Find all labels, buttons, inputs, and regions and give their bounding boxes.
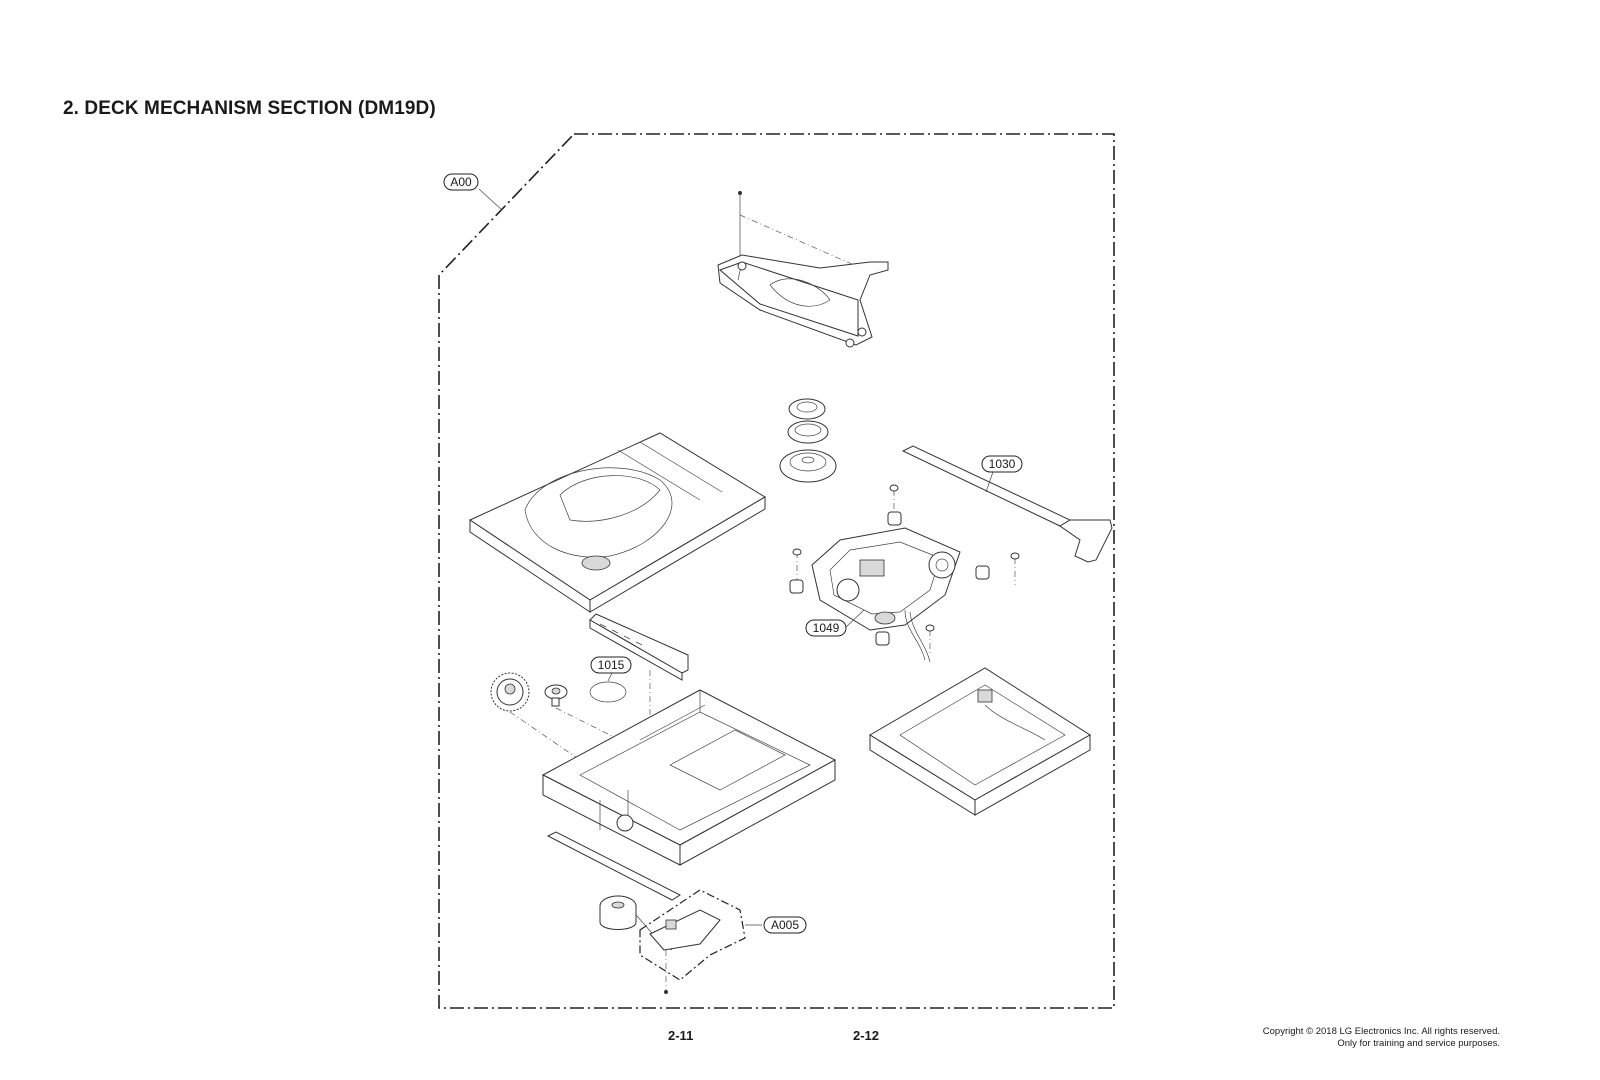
a005-pcb bbox=[639, 889, 762, 994]
section-title: 2. DECK MECHANISM SECTION (DM19D) bbox=[63, 98, 436, 119]
belt-1015 bbox=[589, 672, 627, 703]
flex-cable-1030 bbox=[901, 445, 1113, 563]
main-chassis bbox=[541, 689, 837, 866]
svg-text:1049: 1049 bbox=[813, 621, 840, 635]
disc-tray bbox=[468, 432, 766, 613]
copyright-notice: Copyright © 2018 LG Electronics Inc. All… bbox=[1263, 1026, 1500, 1050]
clamper-assembly bbox=[779, 398, 837, 483]
callout-1015: 1015 bbox=[590, 656, 632, 674]
rack-slider bbox=[589, 613, 689, 840]
svg-text:A005: A005 bbox=[771, 918, 799, 932]
callout-1030: 1030 bbox=[981, 455, 1023, 473]
copyright-line-2: Only for training and service purposes. bbox=[1337, 1038, 1500, 1049]
copyright-line-1: Copyright © 2018 LG Electronics Inc. All… bbox=[1262, 1026, 1500, 1037]
svg-text:1015: 1015 bbox=[598, 658, 625, 672]
callout-a005: A005 bbox=[763, 916, 807, 934]
loading-motor bbox=[546, 831, 682, 951]
pickup-traverse bbox=[789, 484, 1020, 663]
svg-text:A00: A00 bbox=[450, 175, 472, 189]
svg-text:1030: 1030 bbox=[989, 457, 1016, 471]
callout-a00: A00 bbox=[443, 173, 503, 211]
page-number-left: 2-11 bbox=[668, 1028, 694, 1043]
gear-assembly bbox=[490, 672, 621, 761]
callout-1049: 1049 bbox=[805, 619, 847, 637]
clamp-plate bbox=[717, 191, 889, 348]
assembly-boundary bbox=[438, 133, 1115, 1009]
page-number-right: 2-12 bbox=[853, 1028, 880, 1043]
sub-chassis bbox=[869, 667, 1091, 816]
